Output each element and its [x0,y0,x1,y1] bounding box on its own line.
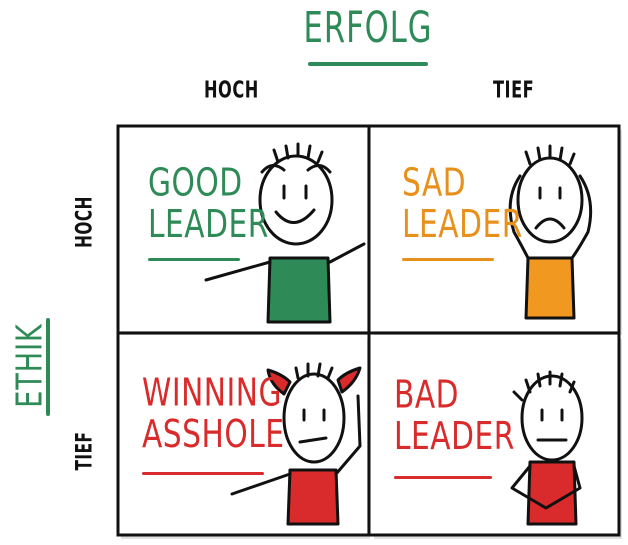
red-shirt [286,468,340,526]
sad-leader-line1: SAD [402,159,467,205]
sad-leader-underline [402,258,494,261]
x-axis-title: ERFOLG [303,3,433,53]
orange-shirt [524,256,576,320]
bad-leader-underline [394,476,492,479]
bad-leader-figure [510,370,584,526]
good-leader-line1: GOOD [148,159,243,205]
bad-leader-label: BAD LEADER [394,371,515,458]
x-axis-title-underline [308,62,428,66]
good-leader-figure [204,142,366,324]
winning-asshole-label: WINNING ASSHOLE [142,369,285,456]
green-shirt [266,256,332,324]
sad-leader-label: SAD LEADER [402,159,523,246]
bad-leader-line1: BAD [394,371,460,417]
winning-asshole-underline [142,472,264,475]
winning-asshole-line2: ASSHOLE [142,411,285,456]
winning-asshole-line1: WINNING [142,369,282,415]
winning-asshole-figure [230,362,362,526]
devil-horn-right [336,366,362,394]
quadrant-sad-leader [371,126,619,331]
column-label-low: TIEF [493,76,535,105]
good-leader-line2: LEADER [148,201,269,246]
bad-leader-line2: LEADER [394,413,515,458]
column-label-high: HOCH [204,76,259,105]
good-leader-underline [148,258,240,261]
y-axis-title-underline [46,318,50,416]
devil-horn-left [266,368,292,396]
good-leader-label: GOOD LEADER [148,159,269,246]
sad-leader-figure [508,144,593,320]
red-shirt [526,460,578,526]
sad-leader-line2: LEADER [402,201,523,246]
